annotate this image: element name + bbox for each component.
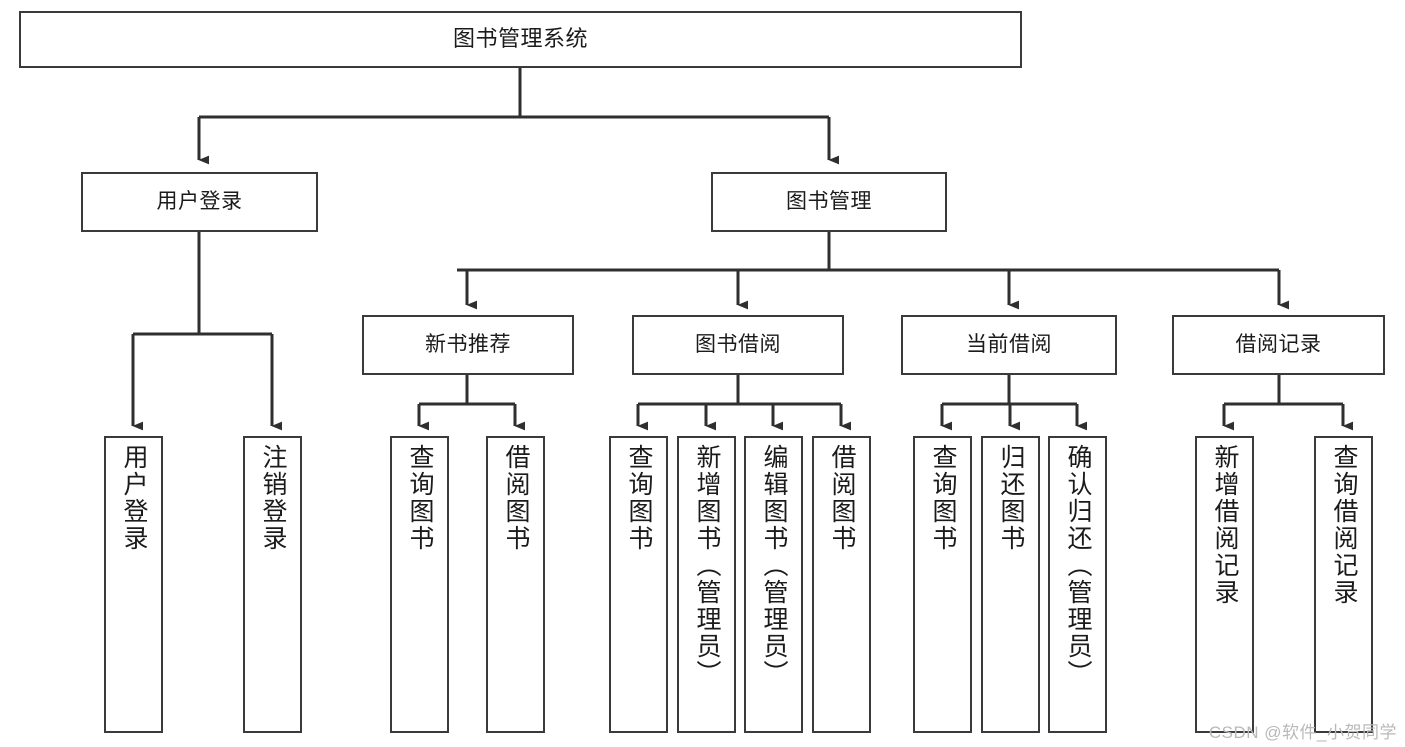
- node-leaf-current-borrow-confirm[interactable]: 确认归还（管理员）: [1048, 436, 1107, 733]
- node-new-book-recommend[interactable]: 新书推荐: [362, 315, 574, 375]
- node-leaf-user-login-signin[interactable]: 用户登录: [104, 436, 163, 733]
- node-label: 确认归还（管理员）: [1064, 444, 1092, 687]
- node-leaf-current-borrow-query[interactable]: 查询图书: [913, 436, 972, 733]
- node-label: 查询图书: [929, 444, 957, 552]
- node-leaf-current-borrow-return[interactable]: 归还图书: [981, 436, 1040, 733]
- node-label: 查询图书: [625, 444, 653, 552]
- node-label: 当前借阅: [966, 333, 1052, 357]
- node-borrow-record[interactable]: 借阅记录: [1172, 315, 1385, 375]
- node-book-manage[interactable]: 图书管理: [711, 172, 947, 232]
- node-label: 用户登录: [156, 190, 243, 214]
- node-leaf-user-login-signout[interactable]: 注销登录: [243, 436, 302, 733]
- node-leaf-book-borrow-lend[interactable]: 借阅图书: [812, 436, 871, 733]
- node-leaf-book-borrow-add[interactable]: 新增图书（管理员）: [677, 436, 736, 733]
- node-label: 借阅图书: [828, 444, 856, 552]
- node-root-system[interactable]: 图书管理系统: [19, 11, 1022, 68]
- node-label: 用户登录: [120, 444, 148, 552]
- node-leaf-new-book-query[interactable]: 查询图书: [390, 436, 449, 733]
- node-user-login[interactable]: 用户登录: [81, 172, 318, 232]
- node-current-borrow[interactable]: 当前借阅: [901, 315, 1117, 375]
- node-leaf-borrow-record-add[interactable]: 新增借阅记录: [1195, 436, 1254, 733]
- node-label: 新增借阅记录: [1211, 444, 1239, 606]
- node-leaf-book-borrow-query[interactable]: 查询图书: [609, 436, 668, 733]
- node-label: 编辑图书（管理员）: [760, 444, 788, 687]
- node-label: 注销登录: [259, 444, 287, 552]
- node-label: 归还图书: [997, 444, 1025, 552]
- node-label: 查询借阅记录: [1330, 444, 1358, 606]
- node-label: 新增图书（管理员）: [693, 444, 721, 687]
- node-label: 借阅图书: [502, 444, 530, 552]
- node-leaf-book-borrow-edit[interactable]: 编辑图书（管理员）: [744, 436, 803, 733]
- node-label: 借阅记录: [1235, 333, 1322, 357]
- node-label: 查询图书: [406, 444, 434, 552]
- node-label: 图书管理: [786, 190, 872, 214]
- node-label: 新书推荐: [425, 333, 511, 357]
- node-leaf-borrow-record-query[interactable]: 查询借阅记录: [1314, 436, 1373, 733]
- node-book-borrow[interactable]: 图书借阅: [632, 315, 844, 375]
- node-label: 图书管理系统: [452, 26, 588, 52]
- node-leaf-new-book-borrow[interactable]: 借阅图书: [486, 436, 545, 733]
- node-label: 图书借阅: [695, 333, 781, 357]
